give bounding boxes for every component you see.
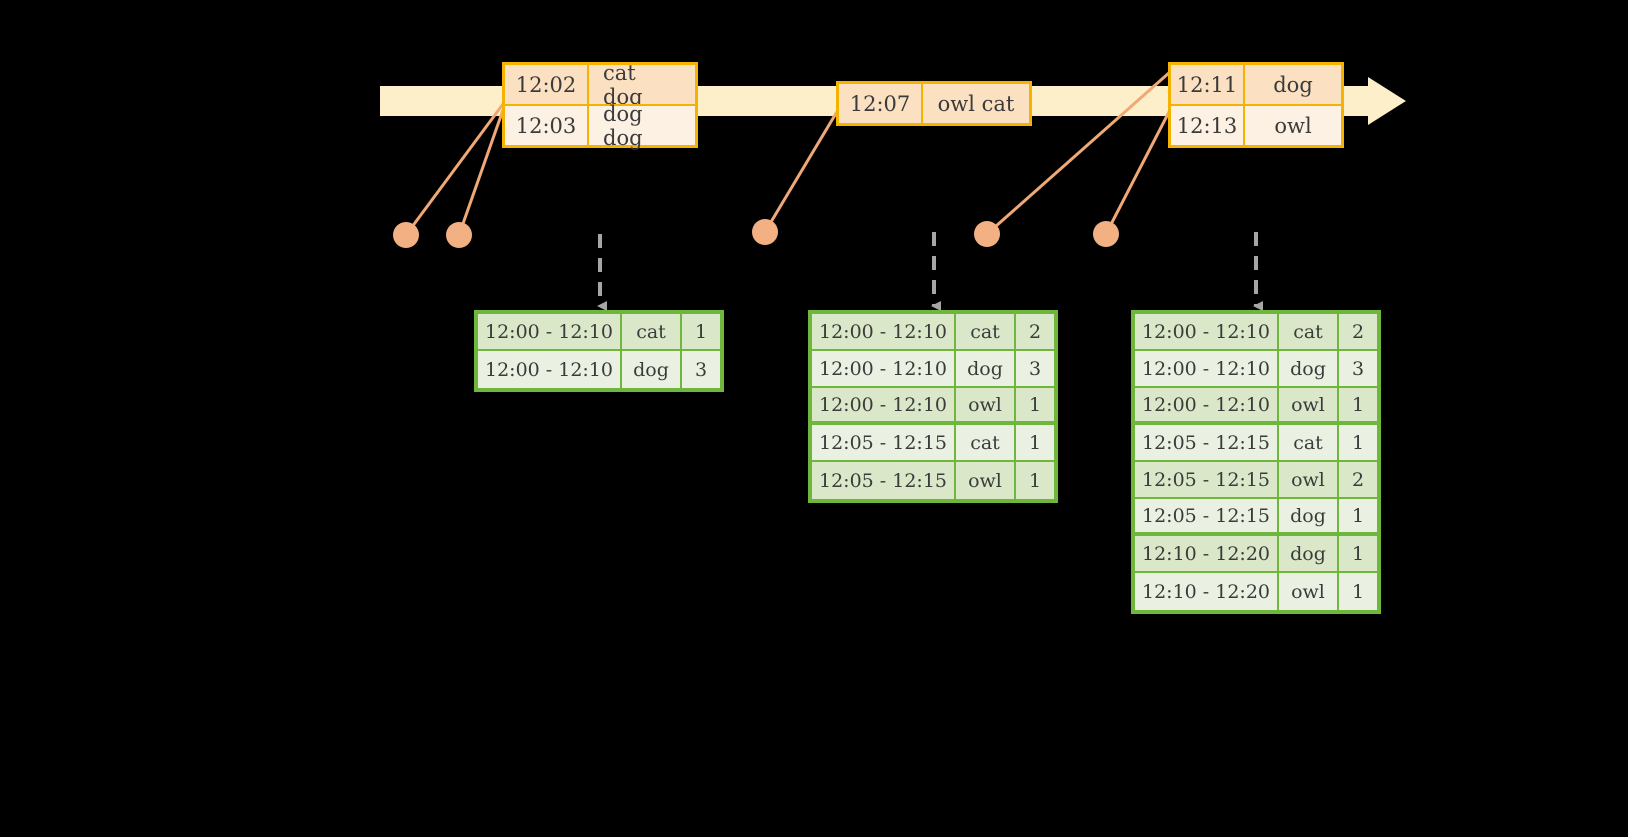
event-box-group-3[interactable]: 12:11 dog 12:13 owl xyxy=(1168,62,1344,148)
event-row[interactable]: 12:07 owl cat xyxy=(839,84,1029,123)
window-cell: 12:00 - 12:10 xyxy=(812,351,956,386)
key-cell: dog xyxy=(956,351,1016,386)
count-cell: 1 xyxy=(1028,393,1042,416)
key-cell: owl xyxy=(1279,388,1339,421)
key-cell: dog xyxy=(1279,499,1339,532)
key-cell: cat xyxy=(1279,314,1339,349)
count-cell: 1 xyxy=(1351,393,1365,416)
window-cell: 12:10 - 12:20 xyxy=(1135,536,1279,571)
key-cell: dog xyxy=(1279,536,1339,571)
count-cell: 1 xyxy=(1351,504,1365,527)
connector-line-2 xyxy=(457,109,505,236)
key-cell: cat xyxy=(956,314,1016,349)
count-cell: 2 xyxy=(1028,320,1042,343)
key-cell: owl xyxy=(1279,573,1339,610)
event-dot-5 xyxy=(1093,221,1119,247)
window-cell: 12:05 - 12:15 xyxy=(1135,462,1279,497)
window-cell: 12:05 - 12:15 xyxy=(1135,499,1279,532)
event-row[interactable]: 12:03 dog dog xyxy=(505,101,695,150)
event-box-group-1[interactable]: 12:02 cat dog 12:03 dog dog xyxy=(502,60,698,150)
event-time: 12:03 xyxy=(505,106,589,145)
key-cell: dog xyxy=(1279,351,1339,386)
count-cell: 3 xyxy=(1028,357,1042,380)
key-cell: owl xyxy=(956,462,1016,499)
key-cell: owl xyxy=(956,388,1016,421)
window-cell: 12:00 - 12:10 xyxy=(1135,388,1279,421)
count-cell: 3 xyxy=(694,358,708,381)
event-time: 12:07 xyxy=(839,84,923,123)
event-dot-1 xyxy=(393,222,419,248)
window-cell: 12:05 - 12:15 xyxy=(1135,425,1279,460)
event-text: dog dog xyxy=(603,101,643,150)
window-cell: 12:00 - 12:10 xyxy=(812,388,956,421)
key-cell: cat xyxy=(1279,425,1339,460)
window-cell: 12:00 - 12:10 xyxy=(812,314,956,349)
event-time: 12:11 xyxy=(1171,65,1245,104)
key-cell: cat xyxy=(622,314,682,349)
window-cell: 12:00 - 12:10 xyxy=(1135,351,1279,386)
dashed-arrow-group xyxy=(597,232,1263,311)
event-row[interactable]: 12:13 owl xyxy=(1171,104,1341,145)
count-cell: 1 xyxy=(1351,580,1365,603)
timeline-arrowhead-icon xyxy=(1368,77,1406,125)
window-cell: 12:00 - 12:10 xyxy=(1135,314,1279,349)
count-cell: 1 xyxy=(1028,431,1042,454)
key-cell: dog xyxy=(622,351,682,388)
event-box-group-2[interactable]: 12:07 owl cat xyxy=(836,81,1032,126)
count-cell: 1 xyxy=(1351,542,1365,565)
event-dot-4 xyxy=(974,221,1000,247)
window-cell: 12:00 - 12:10 xyxy=(478,351,622,388)
key-cell: cat xyxy=(956,425,1016,460)
key-cell: owl xyxy=(1279,462,1339,497)
event-dot-2 xyxy=(446,222,472,248)
event-row[interactable]: 12:11 dog xyxy=(1171,65,1341,104)
count-cell: 2 xyxy=(1351,468,1365,491)
connector-line-1 xyxy=(404,103,505,236)
connector-dots xyxy=(393,219,1119,248)
count-cell: 3 xyxy=(1351,357,1365,380)
count-cell: 1 xyxy=(694,320,708,343)
event-text: dog xyxy=(1273,72,1313,97)
event-text: cat dog xyxy=(603,60,643,109)
window-cell: 12:05 - 12:15 xyxy=(812,462,956,499)
event-dot-3 xyxy=(752,219,778,245)
event-time: 12:13 xyxy=(1171,106,1245,145)
connector-line-5 xyxy=(1104,109,1172,235)
count-cell: 1 xyxy=(1028,469,1042,492)
connector-line-3 xyxy=(763,109,840,233)
window-cell: 12:05 - 12:15 xyxy=(812,425,956,460)
window-cell: 12:00 - 12:10 xyxy=(478,314,622,349)
count-cell: 2 xyxy=(1351,320,1365,343)
event-text: owl xyxy=(1274,113,1312,138)
count-cell: 1 xyxy=(1351,431,1365,454)
window-cell: 12:10 - 12:20 xyxy=(1135,573,1279,610)
event-row[interactable]: 12:02 cat dog xyxy=(505,60,695,109)
event-text: owl cat xyxy=(937,91,1015,116)
event-time: 12:02 xyxy=(505,65,589,104)
